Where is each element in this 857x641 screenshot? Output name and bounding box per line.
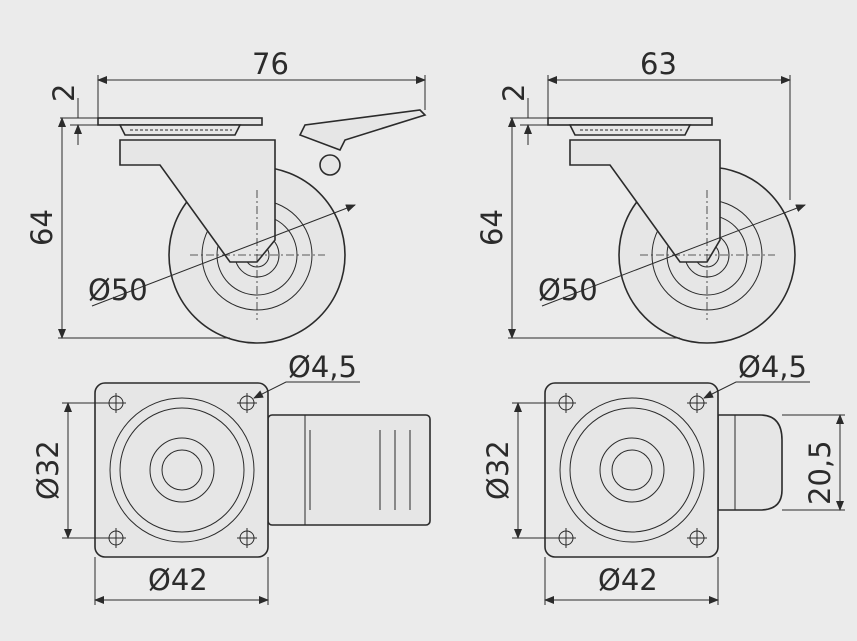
swivel-housing <box>717 414 783 511</box>
left-side-view: 76 2 64 Ø50 <box>25 47 427 344</box>
dim-wheel-right: Ø50 <box>538 273 598 307</box>
brake-pivot <box>319 154 341 176</box>
dim-plate-thickness-right: 2 <box>497 84 531 102</box>
mount-plate <box>97 117 263 126</box>
dim-width-right: 63 <box>640 47 677 81</box>
mount-plate-top <box>544 382 719 558</box>
brake-lever <box>298 109 427 152</box>
left-top-view: Ø32 Ø42 Ø4,5 <box>31 350 431 605</box>
dim-hole-spacing-left: Ø32 <box>31 440 65 500</box>
dim-housing-width-right: 20,5 <box>803 440 837 505</box>
dim-hole-left: Ø4,5 <box>288 350 357 384</box>
right-side-view: 63 2 64 Ø50 <box>475 47 806 344</box>
mounting-holes <box>106 393 257 548</box>
dim-height-right: 64 <box>475 209 509 246</box>
dim-hole-spacing-right: Ø32 <box>481 440 515 500</box>
brake-housing <box>267 414 431 526</box>
dim-height-left: 64 <box>25 209 59 246</box>
dim-hole-right: Ø4,5 <box>738 350 807 384</box>
fork <box>569 139 721 263</box>
fork <box>119 139 276 263</box>
mount-plate-top <box>94 382 269 558</box>
dim-width-left: 76 <box>252 47 289 81</box>
dim-plate-thickness-left: 2 <box>47 84 81 102</box>
mount-plate <box>547 117 713 126</box>
dim-wheel-left: Ø50 <box>88 273 148 307</box>
dim-plate-width-right: Ø42 <box>598 563 658 597</box>
dim-plate-width-left: Ø42 <box>148 563 208 597</box>
right-top-view: Ø32 Ø42 Ø4,5 20,5 <box>481 350 845 605</box>
